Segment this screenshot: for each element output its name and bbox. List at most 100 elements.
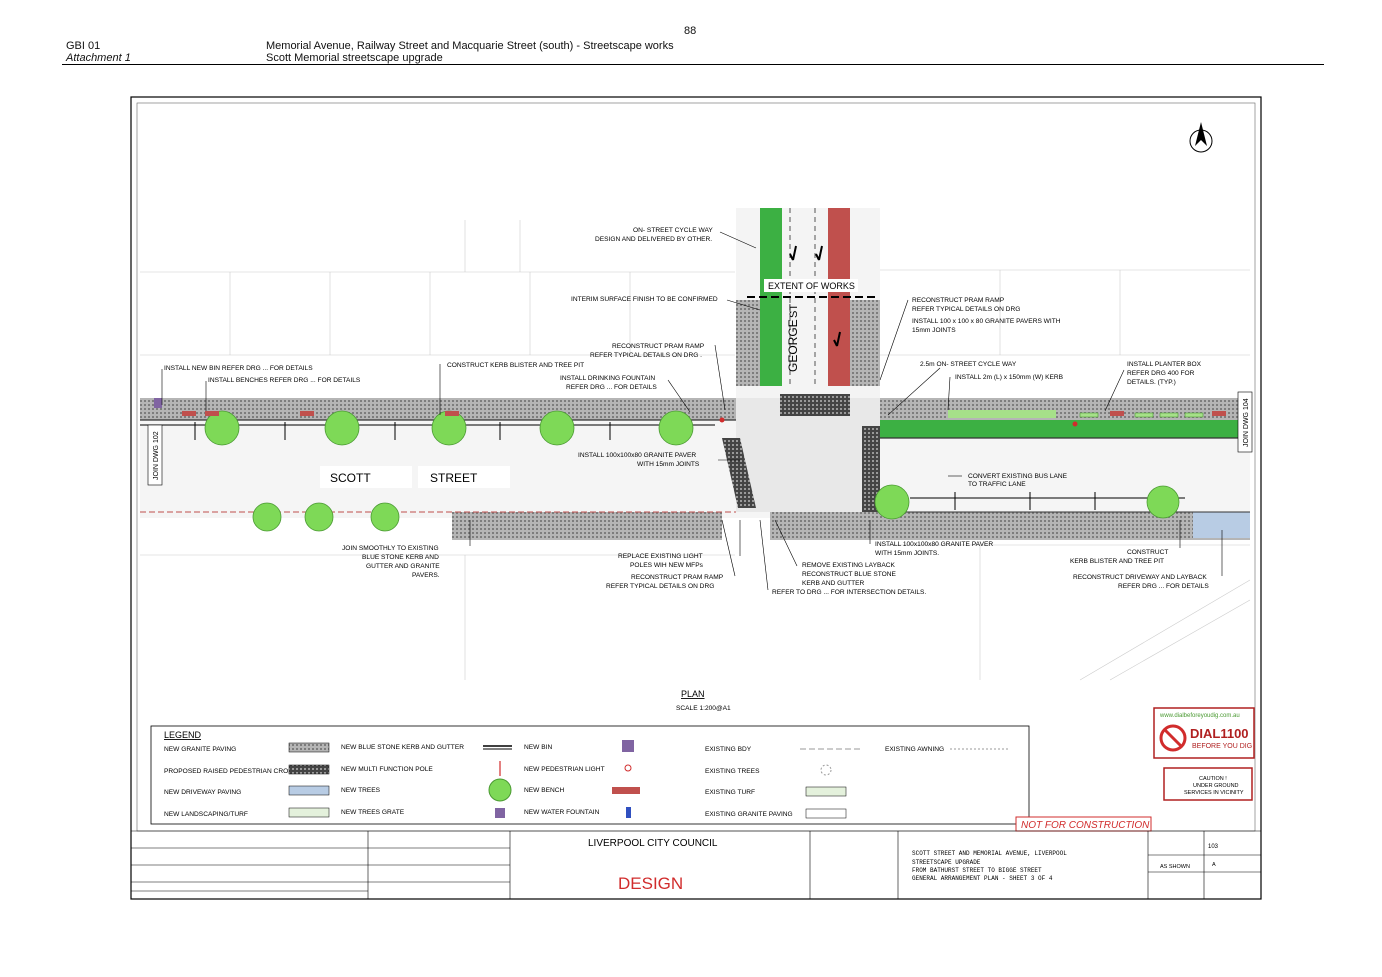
- svg-text:PROPOSED RAISED PEDESTRIAN CRO: PROPOSED RAISED PEDESTRIAN CROSSING: [164, 768, 309, 775]
- lane-arrow-icon: [815, 245, 823, 261]
- new-tree: [370, 502, 400, 532]
- svg-text:INSTALL 100x100x80 GRANITE PAV: INSTALL 100x100x80 GRANITE PAVER: [578, 452, 696, 459]
- svg-text:EXISTING BDY: EXISTING BDY: [705, 746, 752, 753]
- svg-text:EXISTING TREES: EXISTING TREES: [705, 768, 760, 775]
- svg-text:NEW GRANITE PAVING: NEW GRANITE PAVING: [164, 746, 236, 753]
- svg-text:REFER DRG 400 FOR: REFER DRG 400 FOR: [1127, 370, 1195, 377]
- join-dwg-right: JOIN DWG 104: [1243, 398, 1250, 447]
- north-footpath-paving: [140, 398, 736, 420]
- new-tree: [304, 502, 334, 532]
- svg-text:NEW BLUE STONE KERB AND GUTTER: NEW BLUE STONE KERB AND GUTTER: [341, 744, 464, 751]
- new-tree: [204, 410, 240, 446]
- svg-text:15mm JOINTS: 15mm JOINTS: [912, 327, 956, 334]
- svg-text:REFER TYPICAL DETAILS ON DRG .: REFER TYPICAL DETAILS ON DRG .: [590, 352, 702, 359]
- south-footpath-paving: [452, 512, 722, 540]
- new-tree: [874, 484, 910, 520]
- legend-box: [150, 725, 1030, 825]
- svg-text:REFER TYPICAL DETAILS ON DRG: REFER TYPICAL DETAILS ON DRG: [912, 306, 1020, 313]
- svg-text:RECONSTRUCT PRAM RAMP: RECONSTRUCT PRAM RAMP: [912, 297, 1005, 304]
- header-rule: [62, 64, 1324, 65]
- new-bench: [1110, 411, 1124, 416]
- light-pole-icon: [719, 417, 725, 423]
- pedestrian-crossing-north: [780, 394, 850, 416]
- street-name-street: STREET: [430, 471, 478, 485]
- svg-text:NEW BIN: NEW BIN: [524, 744, 552, 751]
- svg-text:UNDER GROUND: UNDER GROUND: [1193, 783, 1239, 789]
- svg-text:NEW WATER FOUNTAIN: NEW WATER FOUNTAIN: [524, 809, 600, 816]
- svg-text:NEW PEDESTRIAN LIGHT: NEW PEDESTRIAN LIGHT: [524, 766, 605, 773]
- caution-box: [1163, 767, 1253, 801]
- new-bench: [445, 411, 459, 416]
- new-tree: [658, 410, 694, 446]
- svg-text:POLES WIH NEW MFPs: POLES WIH NEW MFPs: [630, 562, 704, 569]
- svg-text:EXISTING AWNING: EXISTING AWNING: [885, 746, 944, 753]
- light-pole-icon: [1072, 421, 1078, 427]
- svg-text:INSTALL 2m (L) x 150mm (W) KER: INSTALL 2m (L) x 150mm (W) KERB: [955, 374, 1064, 381]
- new-bench: [182, 411, 196, 416]
- new-tree: [1146, 485, 1180, 519]
- svg-text:GENERAL ARRANGEMENT PLAN - SHE: GENERAL ARRANGEMENT PLAN - SHEET 3 OF 4: [912, 875, 1053, 882]
- svg-text:DESIGN AND DELIVERED BY OTHER.: DESIGN AND DELIVERED BY OTHER.: [595, 236, 712, 243]
- new-tree: [252, 502, 282, 532]
- lane-arrow-icon: [789, 245, 797, 261]
- intersection: [736, 398, 880, 512]
- svg-text:STREETSCAPE UPGRADE: STREETSCAPE UPGRADE: [912, 859, 981, 866]
- svg-text:ON- STREET CYCLE WAY: ON- STREET CYCLE WAY: [633, 227, 713, 234]
- new-benches: [182, 411, 1226, 416]
- issue-letter: A: [1212, 862, 1216, 868]
- svg-text:WITH 15mm JOINTS: WITH 15mm JOINTS: [637, 461, 700, 468]
- new-tree: [324, 410, 360, 446]
- svg-text:KERB AND GUTTER: KERB AND GUTTER: [802, 580, 865, 587]
- svg-text:NEW MULTI FUNCTION POLE: NEW MULTI FUNCTION POLE: [341, 766, 433, 773]
- svg-text:RECONSTRUCT BLUE STONE: RECONSTRUCT BLUE STONE: [802, 571, 897, 578]
- dial-number: DIAL1100: [1190, 726, 1249, 741]
- svg-text:BLUE STONE KERB AND: BLUE STONE KERB AND: [362, 554, 439, 561]
- plan-title: PLAN: [681, 689, 705, 699]
- svg-text:RECONSTRUCT PRAM RAMP: RECONSTRUCT PRAM RAMP: [631, 574, 724, 581]
- street-name-st: ST: [788, 304, 800, 318]
- svg-text:INSTALL DRINKING FOUNTAIN: INSTALL DRINKING FOUNTAIN: [560, 375, 655, 382]
- svg-text:PAVERS.: PAVERS.: [412, 572, 440, 579]
- street-name-george: GEORGE: [786, 319, 800, 372]
- new-trees: [204, 410, 1180, 532]
- svg-text:INSTALL NEW BIN REFER DRG ...: INSTALL NEW BIN REFER DRG ... FOR DETAIL…: [164, 365, 313, 372]
- svg-text:CONSTRUCT: CONSTRUCT: [1127, 549, 1168, 556]
- lane-arrow-icon: [833, 331, 841, 347]
- project-title: SCOTT STREET AND MEMORIAL AVENUE, LIVERP…: [912, 850, 1067, 882]
- legend-items: NEW GRANITE PAVING PROPOSED RAISED PEDES…: [164, 744, 944, 818]
- new-bench: [1212, 411, 1226, 416]
- svg-text:2.5m ON- STREET CYCLE WAY: 2.5m ON- STREET CYCLE WAY: [920, 361, 1017, 368]
- svg-text:RECONSTRUCT DRIVEWAY AND LAYBA: RECONSTRUCT DRIVEWAY AND LAYBACK: [1073, 574, 1207, 581]
- plan-scale: SCALE 1:200@A1: [676, 705, 731, 712]
- document-subtitle: Scott Memorial streetscape upgrade: [266, 52, 443, 64]
- legend-title: LEGEND: [164, 730, 202, 740]
- svg-text:REFER DRG ... FOR DETAILS: REFER DRG ... FOR DETAILS: [1118, 583, 1209, 590]
- svg-text:SCOTT STREET AND MEMORIAL AVEN: SCOTT STREET AND MEMORIAL AVENUE, LIVERP…: [912, 850, 1067, 857]
- svg-text:EXISTING GRANITE PAVING: EXISTING GRANITE PAVING: [705, 811, 793, 818]
- svg-text:REFER TYPICAL DETAILS ON DRG: REFER TYPICAL DETAILS ON DRG: [606, 583, 714, 590]
- property-lines: [140, 220, 1251, 681]
- dial-before-you-dig-box: [1153, 707, 1255, 759]
- council-name: LIVERPOOL CITY COUNCIL: [588, 838, 718, 849]
- svg-text:INSTALL 100x100x80 GRANITE PAV: INSTALL 100x100x80 GRANITE PAVER: [875, 541, 993, 548]
- svg-text:CONVERT EXISTING BUS LANE: CONVERT EXISTING BUS LANE: [968, 473, 1068, 480]
- svg-text:REFER DRG ... FOR DETAILS: REFER DRG ... FOR DETAILS: [566, 384, 657, 391]
- not-for-construction: NOT FOR CONSTRUCTION: [1021, 820, 1150, 831]
- legend-swatches: [288, 740, 1010, 819]
- pedestrian-crossing-east: [862, 426, 880, 512]
- leader-lines: [161, 231, 1223, 591]
- dial-subtitle: BEFORE YOU DIG: [1192, 743, 1252, 750]
- planter-boxes: [1079, 412, 1204, 418]
- svg-text:INSTALL BENCHES REFER DRG ...: INSTALL BENCHES REFER DRG ... FOR DETAIL…: [208, 377, 361, 384]
- new-bench: [300, 411, 314, 416]
- svg-text:CAUTION !: CAUTION !: [1199, 776, 1227, 782]
- new-bench: [205, 411, 219, 416]
- callouts: ON- STREET CYCLE WAY DESIGN AND DELIVERE…: [164, 227, 1209, 596]
- attachment-label: Attachment 1: [66, 52, 131, 64]
- drawing-number: 103: [1208, 844, 1219, 850]
- extent-of-works-label: EXTENT OF WORKS: [768, 281, 855, 291]
- bin-icon: [154, 398, 162, 408]
- pedestrian-crossing-west: [722, 438, 756, 508]
- svg-text:NEW BENCH: NEW BENCH: [524, 787, 565, 794]
